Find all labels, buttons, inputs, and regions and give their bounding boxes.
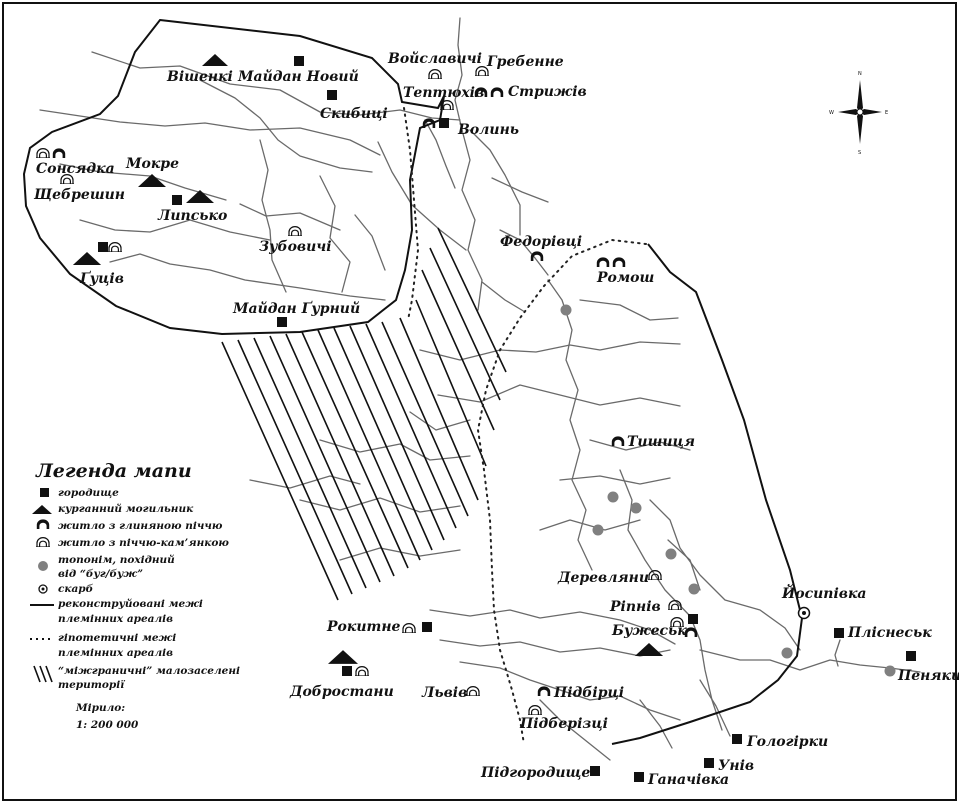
fortified-hanachivka-icon: [634, 772, 644, 782]
fortified-rokytne-icon: [422, 622, 432, 632]
legend-gray-dot-icon: [38, 561, 48, 571]
legend-sparse-2: території: [58, 679, 125, 691]
label-volyn: Волинь: [457, 122, 519, 138]
label-peniaky: Пеняки: [897, 668, 959, 684]
legend-hypothetical-2: племінних ареалів: [58, 647, 173, 659]
toponym-dot-icon: [607, 491, 619, 503]
site-markers: [36, 54, 916, 782]
label-derevliany: Деревляни: [557, 570, 649, 586]
label-romosh: Ромош: [596, 270, 655, 286]
fortified-dobrostany-icon: [342, 666, 352, 676]
fortified-skybytsi-icon: [327, 90, 337, 100]
label-maidan-gurnyi: Майдан Ґурний: [232, 300, 360, 317]
fortified-maidan-novyi-icon: [294, 56, 304, 66]
legend-dwelling-stone: житло з піччю-кам’янкою: [58, 537, 229, 549]
label-pidhorodyshche: Підгородище: [480, 765, 590, 781]
label-voislavychi: Войславичі: [387, 50, 482, 67]
fortified-maidan-gurnyi-icon: [277, 317, 287, 327]
legend-hypothetical-1: гіпотетичні межі: [58, 632, 176, 644]
label-shchebreshyn: Щебрешин: [33, 187, 125, 203]
legend-toponym-2: від “буг/бужˮ: [58, 568, 143, 580]
toponym-dot-icon: [688, 583, 700, 595]
fortified-buzhesk-icon: [688, 614, 698, 624]
toponym-dot-icon: [630, 502, 642, 514]
river-network: [39, 17, 921, 761]
fortified-peniaky-icon: [906, 651, 916, 661]
label-skybytsi: Скибиці: [320, 106, 388, 122]
legend-title: Легенда мапи: [35, 460, 192, 482]
sparse-territory-hatch: [221, 227, 507, 601]
label-mokre: Мокре: [125, 156, 179, 172]
compass-s: S: [858, 150, 861, 156]
label-teptiukhiv: Тептюхів: [403, 85, 484, 101]
label-zubovychi: Зубовичі: [259, 239, 332, 255]
toponym-dot-icon: [884, 665, 896, 677]
fortified-gutsiv-icon: [98, 242, 108, 252]
legend-square-icon: [40, 488, 49, 497]
hoard-iosypivka-icon: [797, 606, 811, 620]
label-iosypivka: Йосипівка: [781, 583, 867, 602]
fortified-univ-icon: [704, 758, 714, 768]
label-hologirky: Гологірки: [746, 734, 828, 750]
toponym-dot-icon: [560, 304, 572, 316]
fortified-plisnesk-icon: [834, 628, 844, 638]
compass-rose-icon: N S W E: [829, 71, 888, 156]
legend-hoard: скарб: [58, 583, 94, 595]
legend-scale-label: Мірило:: [75, 702, 125, 714]
legend-reconstructed-1: реконструйовані межі: [58, 597, 203, 610]
label-plisnesk: Пліснеськ: [847, 625, 932, 641]
reconstructed-boundary-west: [22, 18, 445, 336]
legend-fortified: городище: [58, 487, 119, 499]
compass-e: E: [885, 110, 888, 116]
label-stryzhiv: Стрижів: [508, 84, 587, 100]
label-vishenki: Вішенкі: [166, 69, 233, 85]
reconstructed-boundary-east: [611, 243, 804, 745]
toponym-dots: [560, 304, 896, 677]
legend-toponym-1: топонім, похідний: [58, 553, 175, 566]
label-tyshytsia: Тишиця: [627, 434, 695, 450]
place-labels: Вішенкі Майдан Новий Скибиці Войславичі …: [33, 50, 959, 788]
label-lviv: Львів: [421, 685, 467, 701]
label-lypsko: Липсько: [157, 208, 227, 224]
legend-triangle-icon: [32, 505, 52, 514]
toponym-dot-icon: [592, 524, 604, 536]
label-fedorivtsi: Федорівці: [500, 234, 582, 250]
fortified-lypsko-icon: [172, 195, 182, 205]
label-ripniv: Ріпнів: [609, 599, 661, 615]
legend-scale-value: 1: 200 000: [76, 719, 139, 731]
compass-n: N: [858, 71, 862, 77]
hypothetical-boundary-south: [476, 238, 647, 745]
hypothetical-boundary-north: [403, 107, 420, 321]
toponym-dot-icon: [665, 548, 677, 560]
label-sonsiadka: Сонсядка: [36, 161, 115, 177]
label-maidan-novyi: Майдан Новий: [237, 68, 359, 85]
label-gutsiv: Ґуців: [79, 270, 124, 287]
compass-w: W: [829, 110, 834, 116]
fortified-hologirky-icon: [732, 734, 742, 744]
map-legend: Легенда мапи городище курганний могильни…: [30, 460, 240, 731]
toponym-dot-icon: [781, 647, 793, 659]
legend-sparse-1: “міжграничні” малозаселені: [58, 665, 240, 677]
label-rokytne: Рокитне: [326, 619, 401, 635]
fortified-volyn-icon: [439, 118, 449, 128]
legend-hatch-icon: [33, 665, 53, 683]
label-dobrostany: Добростани: [289, 684, 394, 700]
label-buzhesk: Бужеськ: [611, 623, 687, 639]
label-univ: Унів: [718, 758, 754, 774]
label-pidberiztsi: Підберізці: [519, 716, 608, 732]
label-hanachivka: Ганачівка: [647, 772, 729, 788]
fortified-pidhorodyshche-icon: [590, 766, 600, 776]
label-pidbirtsi: Підбірці: [553, 685, 624, 701]
legend-reconstructed-2: племінних ареалів: [58, 613, 173, 625]
legend-dwelling-clay: житло з глиняною піччю: [58, 520, 223, 532]
label-grebenne: Гребенне: [486, 54, 564, 70]
legend-kurgan: курганний могильник: [58, 502, 194, 515]
